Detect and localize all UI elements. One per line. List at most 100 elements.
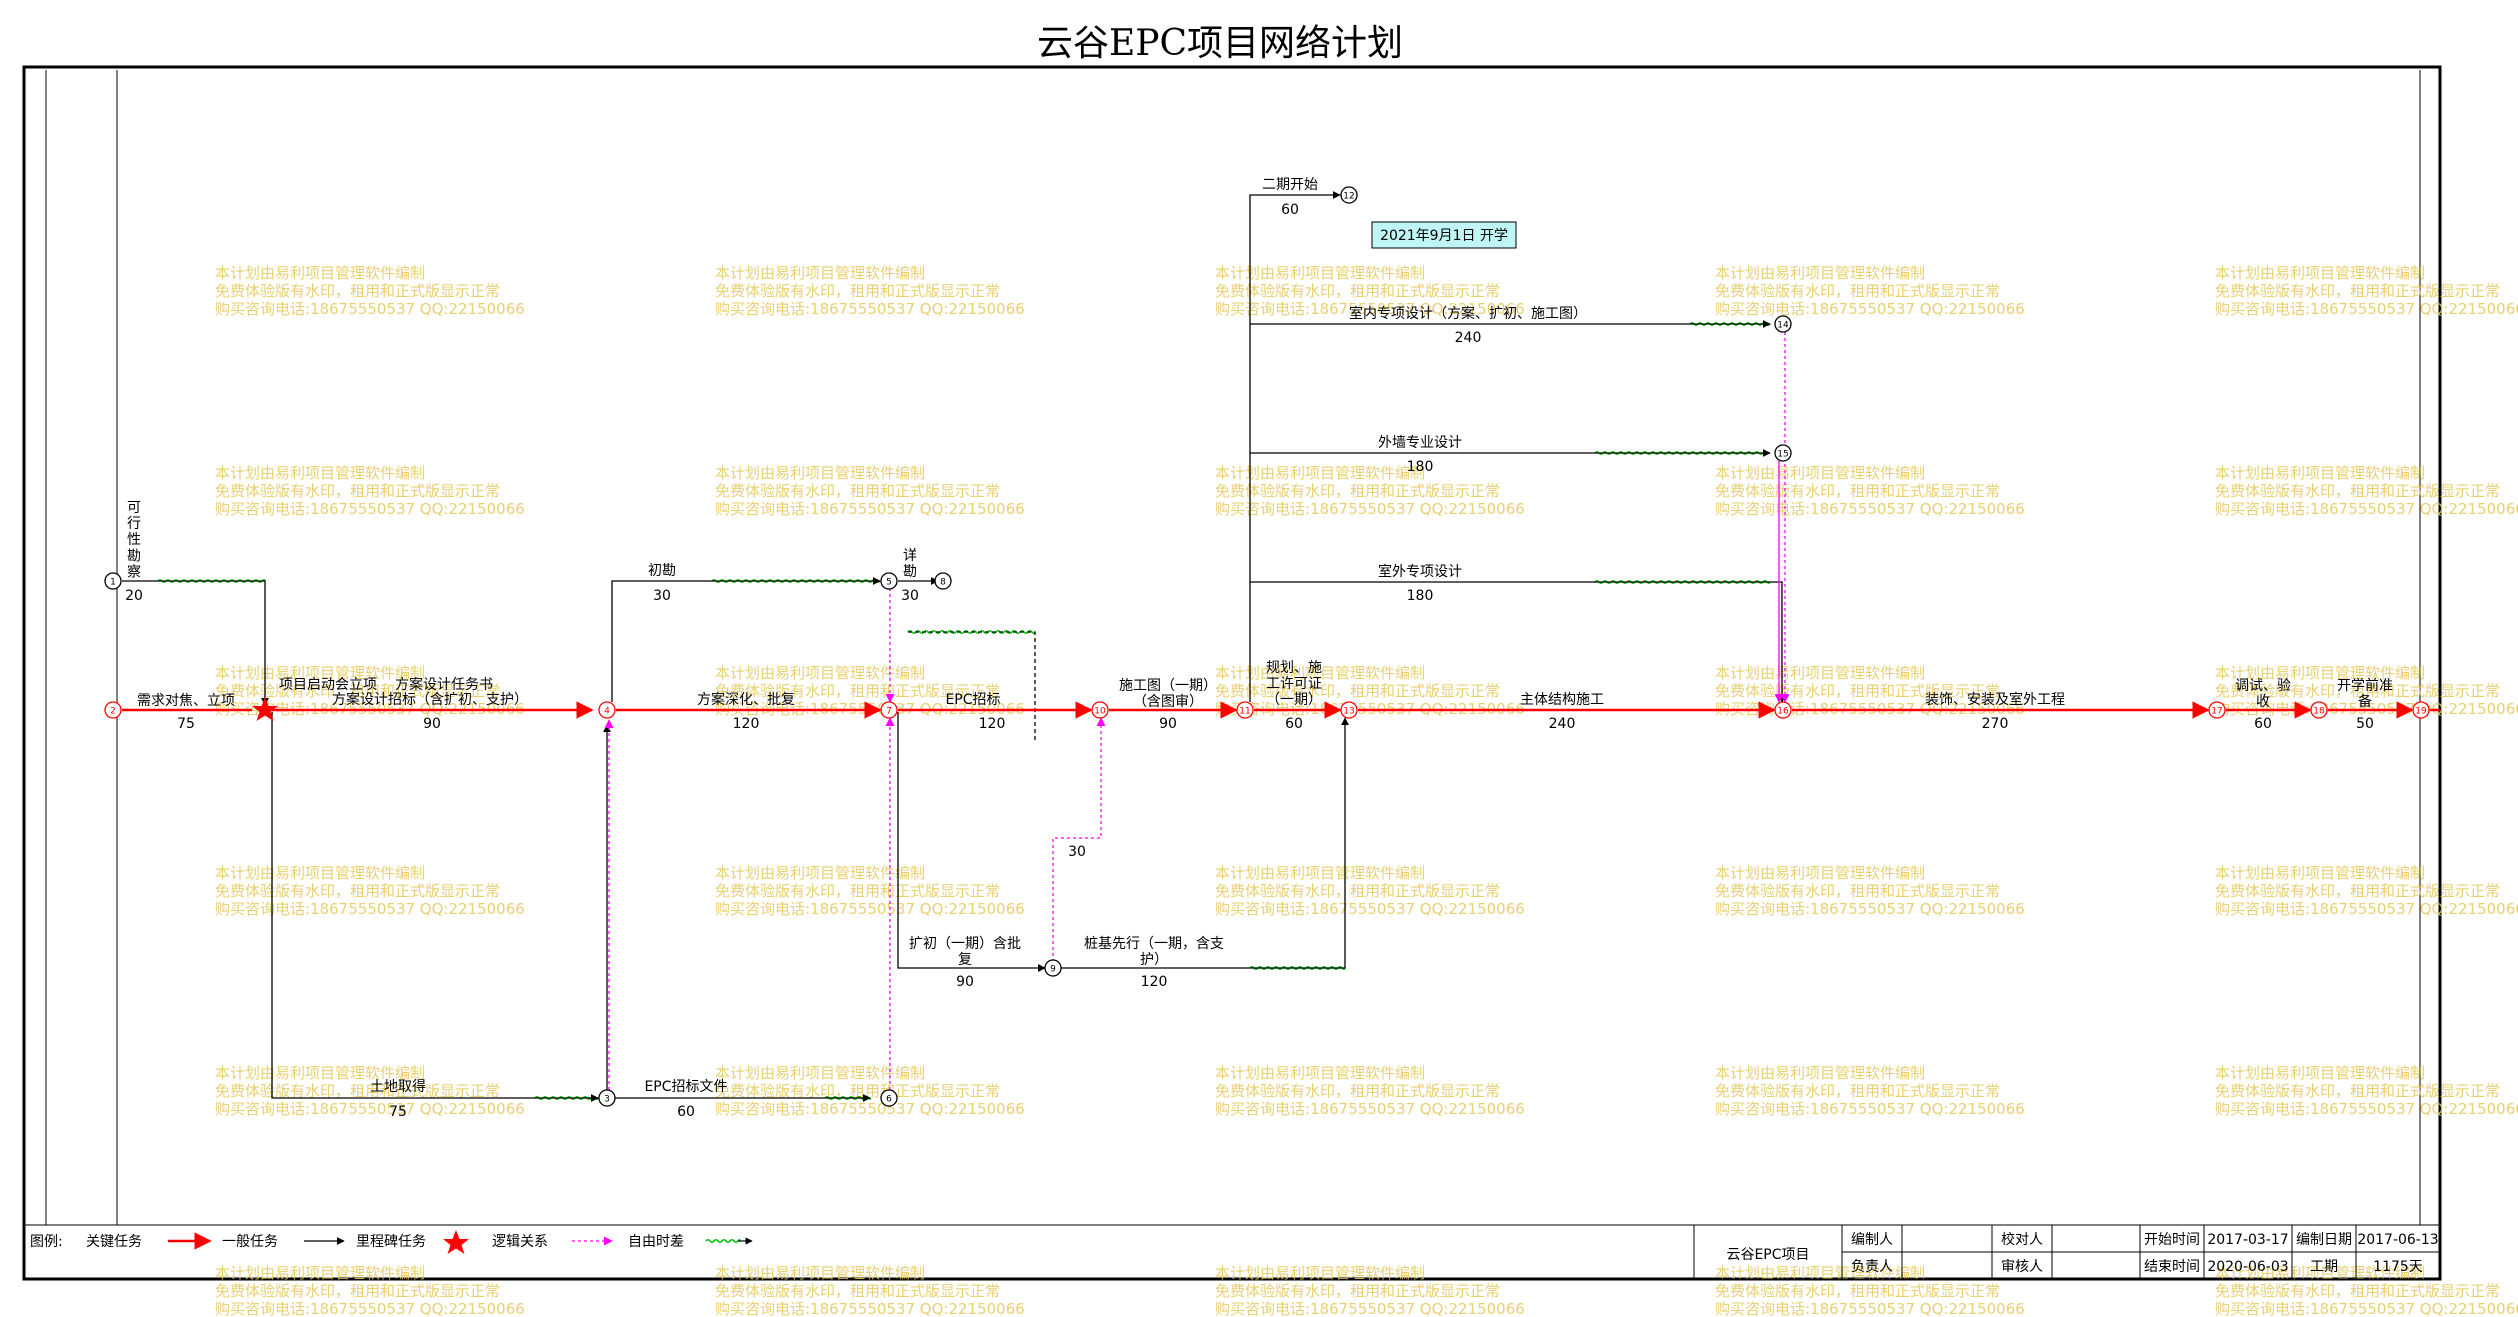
watermark-text: 本计划由易利项目管理软件编制免费体验版有水印，租用和正式版显示正常购买咨询电话:… bbox=[2215, 1064, 2518, 1118]
annotation-text: 2021年9月1日 开学 bbox=[1380, 228, 1508, 244]
node-1: 1 bbox=[104, 572, 122, 590]
node-17: 17 bbox=[2208, 701, 2226, 719]
dur-a10: 30 bbox=[901, 588, 919, 604]
node-label: 14 bbox=[1777, 321, 1789, 331]
dur-a1: 20 bbox=[125, 588, 143, 604]
watermark-text: 本计划由易利项目管理软件编制免费体验版有水印，租用和正式版显示正常购买咨询电话:… bbox=[1215, 864, 1525, 918]
info-compile-label: 编制日期 bbox=[2296, 1232, 2352, 1248]
normal-activities bbox=[122, 191, 1786, 1102]
dur-a8: 120 bbox=[733, 716, 760, 732]
node-7: 7 bbox=[880, 701, 898, 719]
legend-star-icon bbox=[443, 1230, 469, 1254]
watermark-text: 本计划由易利项目管理软件编制免费体验版有水印，租用和正式版显示正常购买咨询电话:… bbox=[2215, 464, 2518, 518]
watermark-text: 本计划由易利项目管理软件编制免费体验版有水印，租用和正式版显示正常购买咨询电话:… bbox=[1715, 664, 2025, 718]
node-9: 9 bbox=[1044, 959, 1062, 977]
dur-a5: 90 bbox=[423, 716, 441, 732]
label-a14: 桩基先行（一期，含支护） bbox=[1084, 935, 1224, 968]
watermark-layer: 本计划由易利项目管理软件编制免费体验版有水印，租用和正式版显示正常购买咨询电话:… bbox=[215, 264, 2518, 1317]
node-label: 4 bbox=[604, 707, 610, 717]
watermark-text: 本计划由易利项目管理软件编制免费体验版有水印，租用和正式版显示正常购买咨询电话:… bbox=[2215, 264, 2518, 318]
watermark-text: 本计划由易利项目管理软件编制免费体验版有水印，租用和正式版显示正常购买咨询电话:… bbox=[1715, 264, 2025, 318]
info-manager-label: 负责人 bbox=[1851, 1259, 1893, 1275]
milestone-star-icon bbox=[252, 697, 278, 721]
info-table: 云谷EPC项目 编制人 校对人 开始时间 2017-03-17 编制日期 201… bbox=[1693, 1224, 2441, 1280]
watermark-text: 本计划由易利项目管理软件编制免费体验版有水印，租用和正式版显示正常购买咨询电话:… bbox=[215, 1264, 525, 1317]
info-compile-value: 2017-06-13 bbox=[2357, 1232, 2438, 1248]
node-label: 1 bbox=[110, 578, 116, 588]
watermark-text: 本计划由易利项目管理软件编制免费体验版有水印，租用和正式版显示正常购买咨询电话:… bbox=[1215, 1064, 1525, 1118]
node-13: 13 bbox=[1340, 701, 1358, 719]
label-a15: 规划、施工许可证（一期） bbox=[1266, 660, 1322, 708]
watermark-text: 本计划由易利项目管理软件编制免费体验版有水印，租用和正式版显示正常购买咨询电话:… bbox=[715, 1264, 1025, 1317]
node-4: 4 bbox=[598, 701, 616, 719]
dur-a6: 75 bbox=[389, 1104, 407, 1120]
label-a12: 扩初（一期）含批复 bbox=[909, 935, 1021, 968]
label-a1: 可行性勘察 bbox=[127, 500, 141, 580]
dummy-a10 bbox=[908, 631, 1036, 740]
node-3: 3 bbox=[598, 1089, 616, 1107]
arrow-a16 bbox=[1249, 191, 1341, 702]
node-6: 6 bbox=[880, 1089, 898, 1107]
label-a13: 施工图（一期）（含图审） bbox=[1119, 678, 1217, 710]
label-a4: 方案设计任务书 bbox=[395, 676, 493, 693]
label-a16: 二期开始 bbox=[1262, 177, 1318, 193]
logic-9-10 bbox=[1052, 717, 1106, 962]
watermark-text: 本计划由易利项目管理软件编制免费体验版有水印，租用和正式版显示正常购买咨询电话:… bbox=[715, 264, 1025, 318]
dur-a24: 30 bbox=[1068, 844, 1086, 860]
watermark-text: 本计划由易利项目管理软件编制免费体验版有水印，租用和正式版显示正常购买咨询电话:… bbox=[715, 864, 1025, 918]
node-18: 18 bbox=[2310, 701, 2328, 719]
dur-a20: 240 bbox=[1549, 716, 1576, 732]
dur-a18: 180 bbox=[1407, 459, 1434, 475]
legend-label: 图例: bbox=[30, 1234, 63, 1250]
dur-a16: 60 bbox=[1281, 202, 1299, 218]
info-checker-label: 校对人 bbox=[2001, 1231, 2043, 1248]
frame bbox=[22, 65, 2442, 1281]
dur-a23: 50 bbox=[2356, 716, 2374, 732]
dur-a15: 60 bbox=[1285, 716, 1303, 732]
node-11: 11 bbox=[1236, 701, 1254, 719]
node-label: 19 bbox=[2415, 707, 2427, 717]
node-label: 6 bbox=[886, 1095, 892, 1105]
float-a1 bbox=[157, 579, 266, 583]
node-5: 5 bbox=[880, 572, 898, 590]
label-a19: 室外专项设计 bbox=[1378, 563, 1462, 580]
info-start-label: 开始时间 bbox=[2144, 1232, 2200, 1248]
legend: 图例: 关键任务 一般任务 里程碑任务 逻辑关系 自由时差 bbox=[30, 1230, 753, 1254]
watermark-text: 本计划由易利项目管理软件编制免费体验版有水印，租用和正式版显示正常购买咨询电话:… bbox=[215, 464, 525, 518]
info-project: 云谷EPC项目 bbox=[1726, 1247, 1809, 1263]
node-12: 12 bbox=[1340, 186, 1358, 204]
watermark-text: 本计划由易利项目管理软件编制免费体验版有水印，租用和正式版显示正常购买咨询电话:… bbox=[2215, 1264, 2518, 1317]
arrow-a14 bbox=[1061, 717, 1349, 969]
info-reviewer-label: 审核人 bbox=[2001, 1259, 2043, 1275]
dur-a21: 270 bbox=[1982, 716, 2009, 732]
node-10: 10 bbox=[1091, 701, 1109, 719]
node-label: 9 bbox=[1050, 965, 1056, 975]
node-label: 16 bbox=[1777, 707, 1789, 717]
watermark-text: 本计划由易利项目管理软件编制免费体验版有水印，租用和正式版显示正常购买咨询电话:… bbox=[1215, 464, 1525, 518]
legend-logic: 逻辑关系 bbox=[492, 1234, 548, 1250]
info-start-value: 2017-03-17 bbox=[2207, 1232, 2288, 1248]
node-label: 15 bbox=[1777, 450, 1788, 460]
info-period-value: 1175天 bbox=[2373, 1259, 2423, 1275]
watermark-text: 本计划由易利项目管理软件编制免费体验版有水印，租用和正式版显示正常购买咨询电话:… bbox=[1715, 1064, 2025, 1118]
watermark-text: 本计划由易利项目管理软件编制免费体验版有水印，租用和正式版显示正常购买咨询电话:… bbox=[1215, 264, 1525, 318]
annotation-box: 2021年9月1日 开学 bbox=[1371, 221, 1517, 249]
label-a5: 方案设计招标（含扩初、支护） bbox=[332, 691, 528, 708]
label-a20: 主体结构施工 bbox=[1520, 692, 1604, 708]
node-19: 19 bbox=[2412, 701, 2430, 719]
node-label: 8 bbox=[940, 578, 946, 588]
dur-a19: 180 bbox=[1407, 588, 1434, 604]
label-a10: 详勘 bbox=[903, 548, 917, 580]
dur-a14: 120 bbox=[1141, 974, 1168, 990]
dur-a2: 75 bbox=[177, 716, 195, 732]
dur-a11: 120 bbox=[979, 716, 1006, 732]
label-a21: 装饰、安装及室外工程 bbox=[1925, 691, 2065, 708]
node-14: 14 bbox=[1774, 315, 1792, 333]
watermark-text: 本计划由易利项目管理软件编制免费体验版有水印，租用和正式版显示正常购买咨询电话:… bbox=[1715, 864, 2025, 918]
node-label: 5 bbox=[886, 578, 892, 588]
label-a18: 外墙专业设计 bbox=[1378, 435, 1462, 451]
label-a6: 土地取得 bbox=[370, 1078, 426, 1095]
label-a11: EPC招标 bbox=[945, 692, 1000, 708]
